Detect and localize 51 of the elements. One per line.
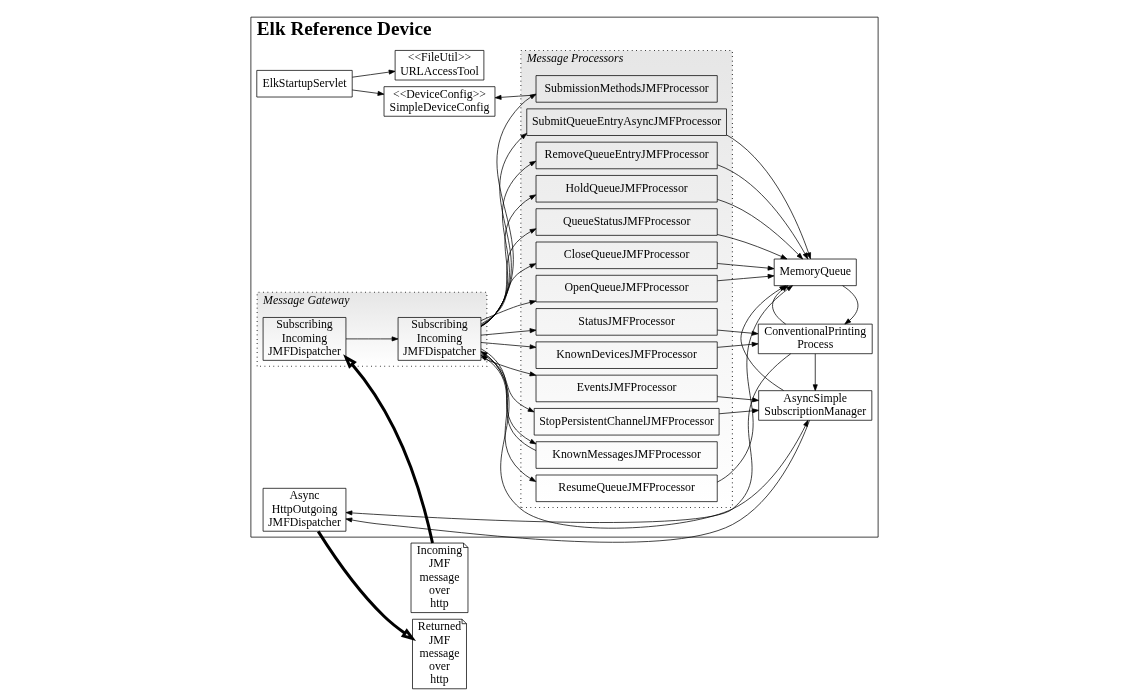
node-box: RemoveQueueEntryJMFProcessor xyxy=(535,141,718,170)
arrow xyxy=(480,228,536,326)
arrow xyxy=(725,134,811,260)
arrow xyxy=(716,273,774,282)
arrow xyxy=(480,194,536,327)
arrow xyxy=(351,89,384,96)
node-box: <<FileUtil>> URLAccessTool xyxy=(394,50,484,81)
node-box: QueueStatusJMFProcessor xyxy=(535,208,718,236)
arrow xyxy=(316,530,416,641)
node-box: EventsJMFProcessor xyxy=(535,374,718,403)
node-box: StatusJMFProcessor xyxy=(535,308,718,336)
arrow xyxy=(480,342,536,350)
node-box: KnownMessagesJMFProcessor xyxy=(535,441,718,469)
node-box: ConventionalPrinting Process xyxy=(757,323,873,355)
arrow xyxy=(345,336,398,342)
arrow xyxy=(716,234,787,260)
node-box: SubmitQueueEntryAsyncJMFProcessor xyxy=(525,108,727,136)
node-box: ElkStartupServlet xyxy=(255,70,353,98)
arrow xyxy=(716,341,758,348)
arrow xyxy=(716,263,774,271)
node-box: CloseQueueJMFProcessor xyxy=(535,241,718,269)
arrow xyxy=(480,351,536,482)
arrow xyxy=(480,300,536,321)
node-box: Subscribing Incoming JMFDispatcher xyxy=(397,317,481,361)
node-box: Async HttpOutgoing JMFDispatcher xyxy=(262,487,346,532)
node-box: Subscribing Incoming JMFDispatcher xyxy=(262,317,346,361)
arrow xyxy=(480,357,536,377)
arrow xyxy=(351,69,395,78)
arrow xyxy=(345,353,791,523)
node-box: AsyncSimple SubscriptionManager xyxy=(757,390,872,421)
node-box: KnownDevicesJMFProcessor xyxy=(535,341,718,369)
arrow xyxy=(841,285,858,325)
node-box: HoldQueueJMFProcessor xyxy=(535,175,718,203)
arrow xyxy=(716,164,808,260)
arrow xyxy=(716,329,758,336)
arrow xyxy=(345,419,810,543)
arrow xyxy=(812,353,818,391)
arrow xyxy=(480,263,536,325)
arrow xyxy=(718,408,759,415)
arrow xyxy=(342,354,434,544)
node-box: <<DeviceConfig>> SimpleDeviceConfig xyxy=(383,86,495,117)
node-box: SubmissionMethodsJMFProcessor xyxy=(535,75,718,103)
node-box: StopPersistentChannelJMFProcessor xyxy=(533,408,719,436)
arrow xyxy=(716,396,759,403)
node-box: ResumeQueueJMFProcessor xyxy=(535,474,718,502)
arrow xyxy=(480,328,536,336)
node-box: OpenQueueJMFProcessor xyxy=(535,274,718,303)
arrow xyxy=(480,351,808,529)
arrow xyxy=(716,199,803,260)
node-box: MemoryQueue xyxy=(773,258,857,286)
arrow xyxy=(480,160,536,327)
